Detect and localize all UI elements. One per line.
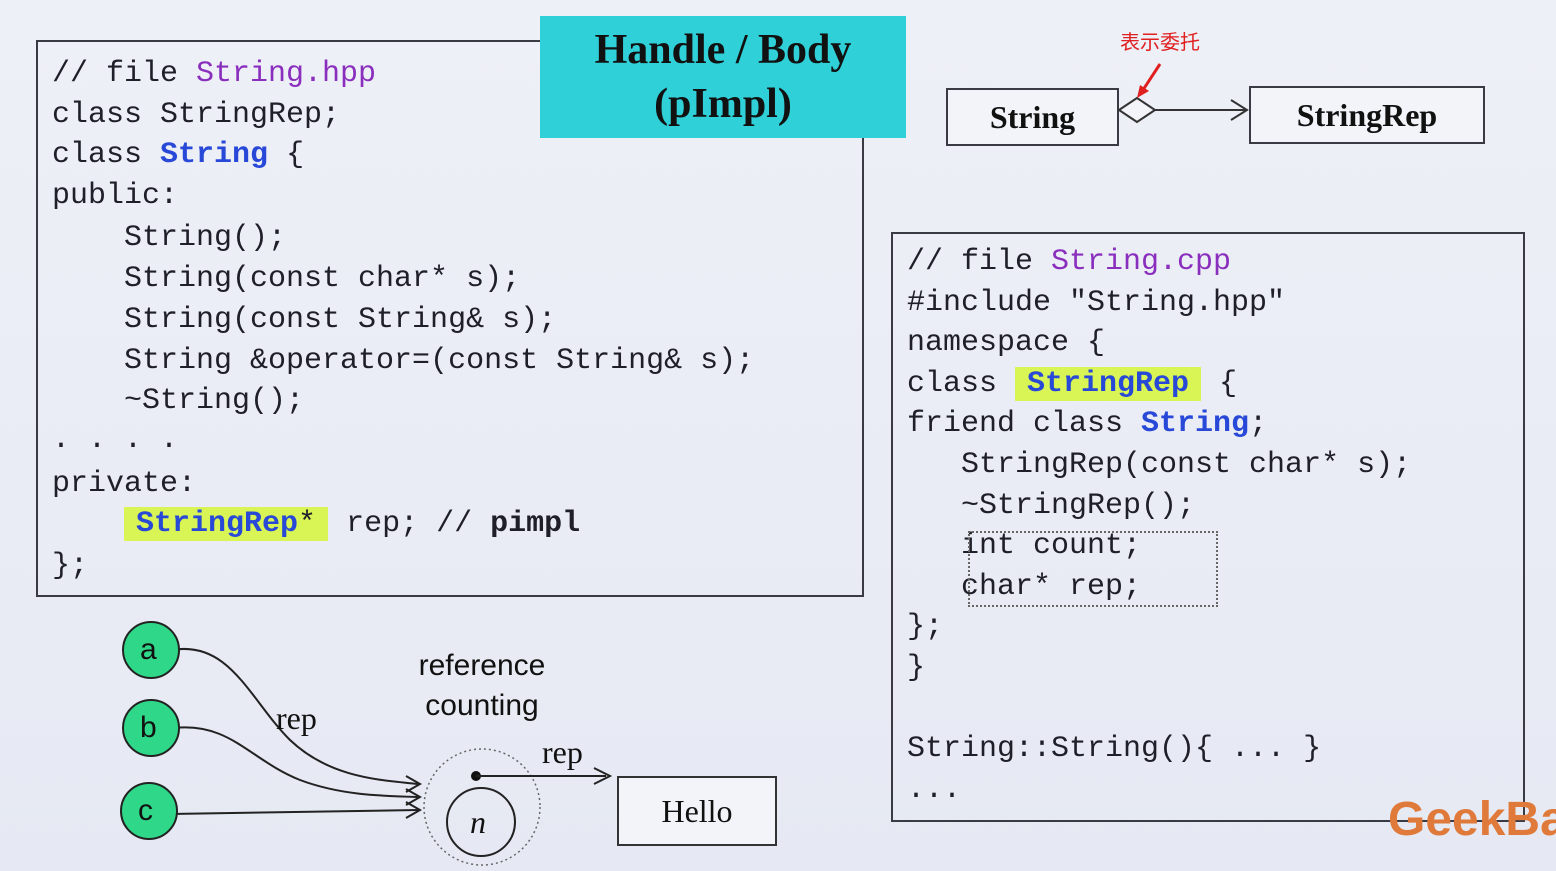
hello-string-box: Hello (617, 776, 777, 846)
rep-label-handles: rep (276, 700, 317, 736)
cpp-line-6: StringRep(const char* s); (907, 448, 1412, 482)
counter-label: n (470, 804, 486, 840)
watermark-logo: GeekBa (1388, 793, 1556, 846)
title-line-1: Handle / Body (594, 27, 852, 73)
delegation-note: 表示委托 (1120, 30, 1200, 54)
hpp-class-name: String (160, 138, 269, 173)
cpp-line-8: int count; (907, 529, 1142, 564)
edge-b-to-counter (173, 726, 419, 798)
arrow-c (405, 801, 423, 819)
hpp-line-5: String(); (52, 221, 287, 255)
rep-label-body: rep (542, 734, 583, 770)
edge-c-to-counter (169, 809, 419, 815)
hpp-line-13: }; (52, 549, 89, 583)
cpp-code-panel: // file String.cpp #include "String.hpp"… (891, 232, 1525, 822)
cpp-line-13: ... (907, 772, 962, 807)
hpp-line-6: String(const char* s); (52, 262, 521, 296)
note-arrow-head (1137, 85, 1149, 98)
cpp-line-3: namespace { (907, 326, 1106, 361)
uml-stringrep-box: StringRep (1249, 86, 1485, 144)
pimpl-comment: pimpl (490, 507, 581, 541)
stringrep-pointer-highlight: StringRep* (124, 507, 329, 541)
reference-counting-title: reference counting (418, 649, 546, 722)
title-box: Handle / Body (pImpl) (540, 16, 906, 138)
cpp-line-1: // file String.cpp (907, 245, 1232, 279)
data-members-box (968, 531, 1218, 607)
hpp-line-4: public: (52, 178, 179, 213)
cpp-line-5: friend class String; (907, 407, 1268, 442)
hpp-line-2: class StringRep; (52, 97, 341, 132)
hpp-line-1: // file String.hpp (52, 57, 377, 91)
hpp-line-9: ~String(); (52, 384, 305, 418)
cpp-line-2: #include "String.hpp" (907, 285, 1286, 320)
hpp-line-10: . . . . (52, 423, 179, 457)
hpp-code-panel: // file String.hpp class StringRep; clas… (36, 40, 864, 597)
title-line-2: (pImpl) (654, 81, 792, 127)
rep-object-outline (423, 748, 541, 866)
cpp-line-4: class StringRep { (907, 366, 1238, 401)
stringrep-class-highlight: StringRep (1015, 366, 1202, 401)
cpp-code: // file String.cpp #include "String.hpp"… (907, 242, 1411, 851)
uml-string-box: String (946, 88, 1119, 146)
hpp-filename: String.hpp (196, 57, 377, 91)
hpp-line-12: StringRep* rep; // pimpl (52, 504, 580, 545)
cpp-filename: String.cpp (1051, 245, 1232, 279)
node-c: c (120, 782, 178, 840)
cpp-line-12: String::String(){ ... } (907, 732, 1322, 767)
arrow-b (405, 788, 423, 806)
hpp-code: // file String.hpp class StringRep; clas… (52, 54, 754, 663)
counter-circle (446, 787, 516, 857)
cpp-line-7: ~StringRep(); (907, 488, 1196, 523)
hpp-line-3: class String { (52, 138, 305, 173)
delegation-arrowhead (1230, 99, 1249, 121)
cpp-line-10: }; (907, 610, 944, 645)
friend-class-name: String (1141, 407, 1250, 442)
rep-to-hello-arrowhead (593, 767, 613, 785)
hpp-line-7: String(const String& s); (52, 303, 557, 337)
hpp-line-11: private: (52, 467, 197, 501)
node-a: a (122, 621, 180, 679)
hpp-line-8: String &operator=(const String& s); (52, 344, 755, 378)
cpp-line-11: } (907, 651, 926, 685)
arrow-a (405, 775, 423, 793)
node-b: b (122, 699, 180, 757)
edge-a-to-counter (171, 647, 419, 785)
cpp-line-9: char* rep; (907, 569, 1142, 604)
